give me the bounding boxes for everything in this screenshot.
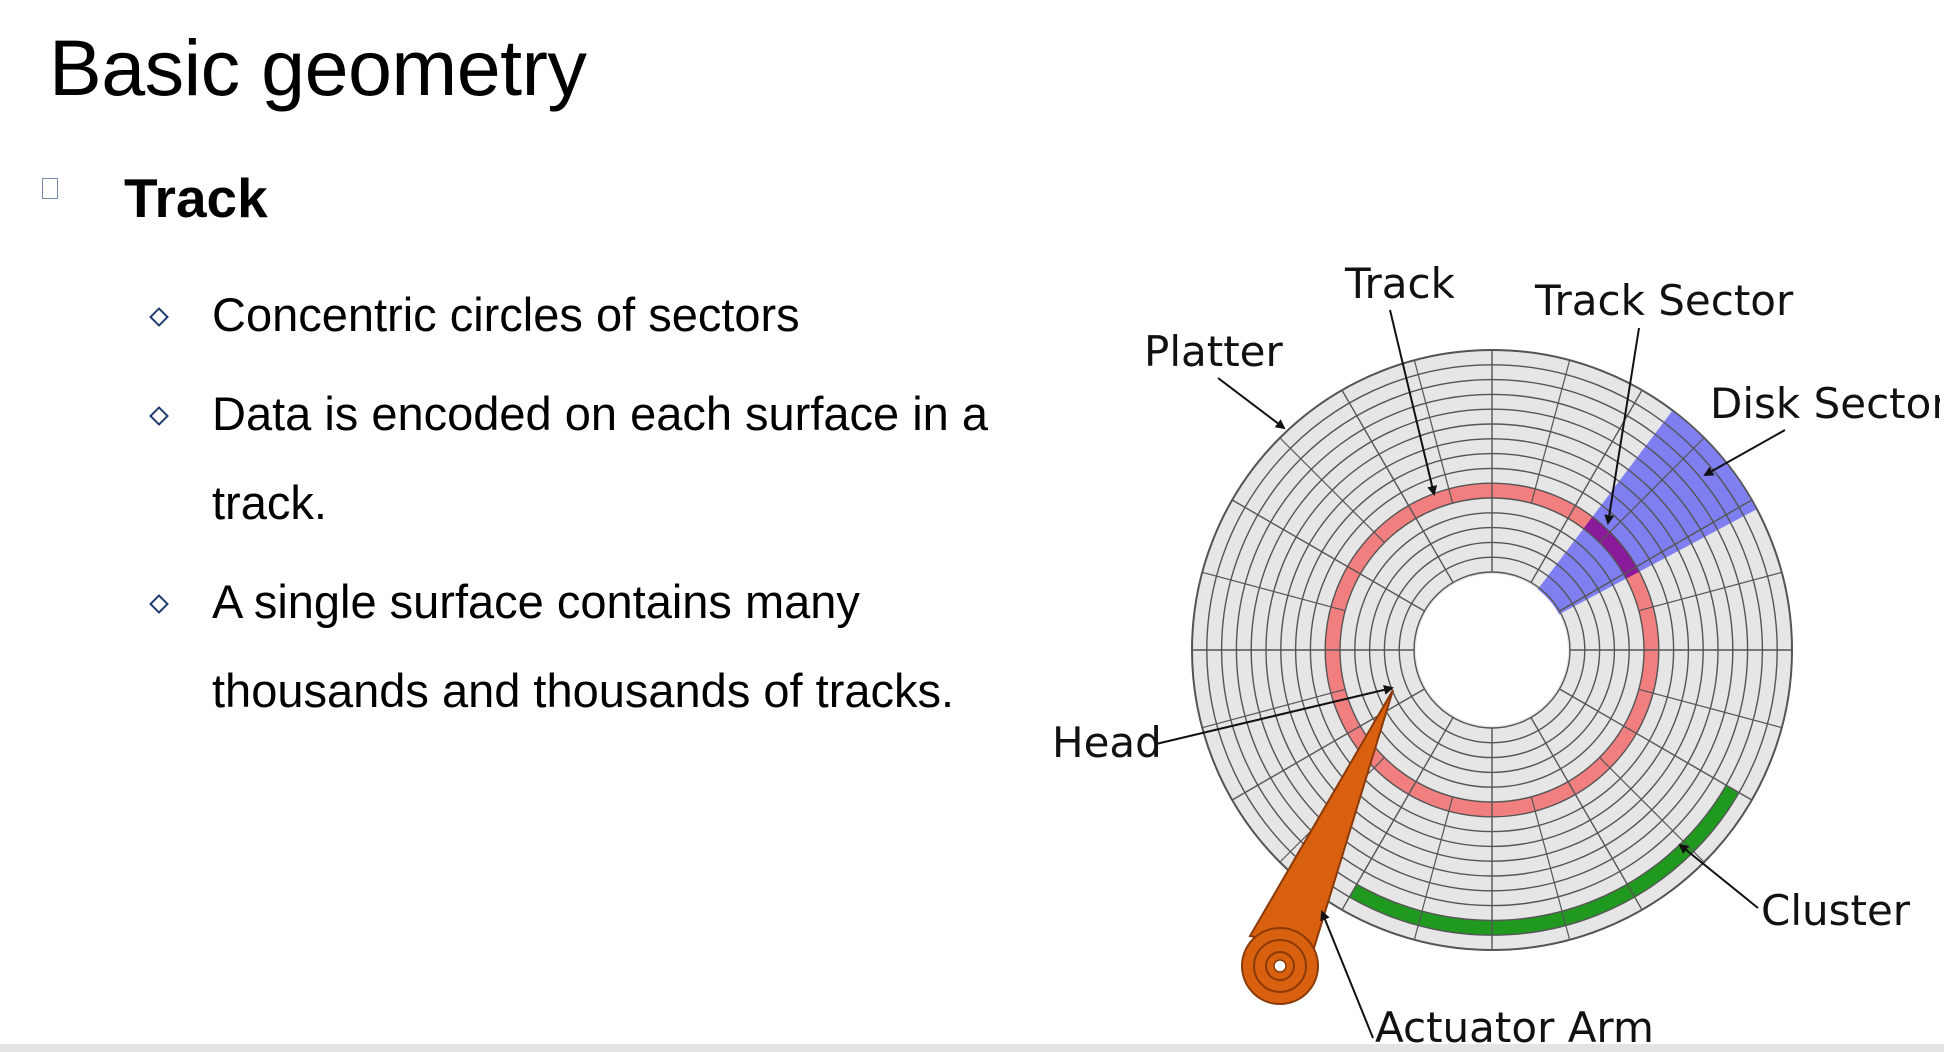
sector-line [1231, 499, 1425, 612]
sector-line [1638, 688, 1782, 729]
diamond-bullet-icon [149, 406, 169, 426]
sector-line [1559, 688, 1753, 801]
sector-line [1341, 389, 1454, 583]
actuator-pivot-ring [1253, 939, 1307, 993]
sector-line [1559, 499, 1753, 612]
sector-line [1530, 717, 1643, 911]
label-actuator-arm: Actuator Arm [1375, 1003, 1654, 1050]
arrow-track-sector [1604, 327, 1640, 525]
square-bullet-icon [42, 178, 58, 199]
actuator-pivot-ring [1265, 951, 1295, 981]
sub-bullet-item: Data is encoded on each surface in a tra… [149, 369, 1050, 547]
sector-line [1202, 688, 1346, 729]
arrow-actuator-arm [1320, 910, 1374, 1039]
bottom-rule [0, 1044, 1944, 1052]
diamond-bullet-icon [149, 594, 169, 614]
bullet-label: Track [124, 167, 268, 229]
sub-bullet-text: thousands and thousands of tracks. [212, 664, 955, 717]
sub-bullet-text: track. [212, 476, 327, 529]
bullet-track: Track [42, 166, 268, 229]
arrow-platter [1217, 377, 1286, 430]
sector-line [1530, 796, 1571, 940]
slide-title: Basic geometry [49, 23, 587, 112]
label-arrows [1155, 309, 1786, 1039]
sub-bullet-text: A single surface contains many [212, 575, 860, 628]
label-track: Track [1344, 259, 1456, 308]
track-sector-highlight [1583, 516, 1640, 579]
sector-line [1413, 796, 1454, 940]
arrow-disk-sector [1703, 429, 1786, 476]
label-head: Head [1052, 718, 1162, 767]
label-disk-sector: Disk Sector [1710, 379, 1940, 428]
sector-line [1413, 360, 1454, 504]
sub-bullet-item: A single surface contains many thousands… [149, 557, 1050, 735]
sector-line [1279, 437, 1385, 543]
arrow-head [1155, 684, 1394, 745]
label-cluster: Cluster [1761, 886, 1911, 935]
label-track-sector: Track Sector [1534, 276, 1794, 325]
sector-line [1341, 717, 1454, 911]
sub-bullet-text: Concentric circles of sectors [212, 288, 800, 341]
sector-line [1202, 571, 1346, 612]
sub-bullet-text: Data is encoded on each surface in a [212, 387, 989, 440]
spindle-hub [1416, 574, 1568, 726]
disk-diagram-svg: Track Track Sector Platter Disk Sector H… [1052, 259, 1940, 1050]
sector-line [1530, 360, 1571, 504]
diamond-bullet-icon [149, 307, 169, 327]
label-platter: Platter [1144, 327, 1284, 376]
sector-line [1638, 571, 1782, 612]
actuator-pivot-center [1273, 959, 1287, 973]
sector-line [1599, 437, 1705, 543]
sub-bullet-item: Concentric circles of sectors [149, 270, 1050, 359]
sub-bullet-list: Concentric circles of sectors Data is en… [149, 270, 1050, 745]
sector-line [1231, 688, 1425, 801]
disk-sector-highlight [1492, 410, 1757, 650]
platter [1191, 349, 1793, 1005]
diagram-labels: Track Track Sector Platter Disk Sector H… [1052, 259, 1940, 1050]
disk-geometry-diagram: Track Track Sector Platter Disk Sector H… [1040, 250, 1940, 1050]
arrow-track [1389, 309, 1438, 496]
arrow-cluster [1678, 843, 1759, 909]
